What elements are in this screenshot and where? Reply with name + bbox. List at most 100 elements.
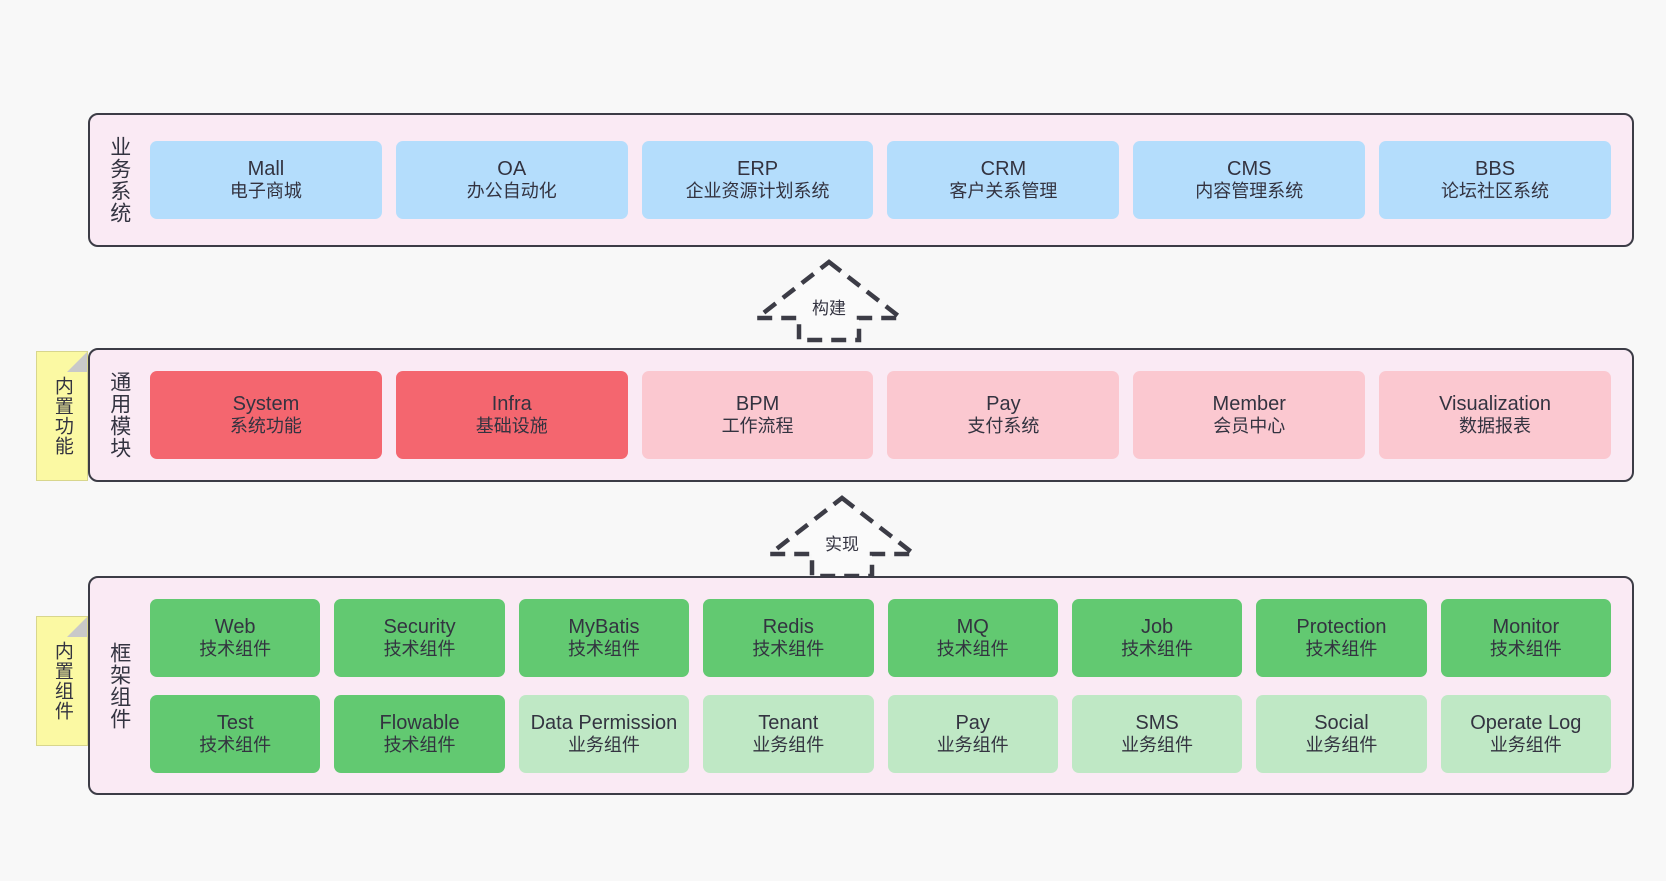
- box-crm[interactable]: CRM 客户关系管理: [887, 141, 1120, 219]
- box-sms[interactable]: SMS 业务组件: [1071, 694, 1243, 773]
- box-operate-log-desc: 业务组件: [1489, 734, 1562, 755]
- box-tenant-name: Tenant: [758, 711, 819, 734]
- box-system-name: System: [232, 393, 300, 416]
- box-cms-desc: 内容管理系统: [1195, 181, 1304, 202]
- box-flowable-desc: 技术组件: [383, 734, 456, 755]
- box-redis-desc: 技术组件: [752, 638, 825, 659]
- box-monitor[interactable]: Monitor 技术组件: [1440, 598, 1611, 677]
- box-cms-name: CMS: [1227, 158, 1272, 181]
- box-mybatis-name: MyBatis: [568, 615, 640, 638]
- box-job-name: Job: [1140, 615, 1174, 638]
- note-builtin-features: 内置功能: [36, 351, 88, 481]
- box-flowable[interactable]: Flowable 技术组件: [334, 694, 505, 773]
- framework-row-tech: Web 技术组件 Security 技术组件 MyBatis 技术组件 Redi…: [143, 598, 1618, 677]
- box-bpm-name: BPM: [735, 393, 780, 416]
- box-member[interactable]: Member 会员中心: [1133, 371, 1366, 459]
- box-mall-name: Mall: [247, 158, 285, 181]
- box-operate-log-name: Operate Log: [1470, 711, 1582, 734]
- box-job[interactable]: Job 技术组件: [1071, 598, 1243, 677]
- box-mybatis[interactable]: MyBatis 技术组件: [518, 598, 690, 677]
- box-system-desc: 系统功能: [229, 416, 302, 437]
- box-bbs-name: BBS: [1475, 158, 1516, 181]
- box-security-name: Security: [383, 615, 456, 638]
- box-social-desc: 业务组件: [1305, 734, 1378, 755]
- layer-body-framework: Web 技术组件 Security 技术组件 MyBatis 技术组件 Redi…: [139, 578, 1632, 793]
- box-mybatis-desc: 技术组件: [567, 638, 640, 659]
- box-mall-desc: 电子商城: [229, 181, 302, 202]
- box-member-name: Member: [1212, 393, 1286, 416]
- arrow-build: 构建: [750, 258, 908, 343]
- box-crm-desc: 客户关系管理: [949, 181, 1058, 202]
- arrow-implement: 实现: [763, 494, 921, 579]
- box-mq-name: MQ: [956, 615, 989, 638]
- box-data-permission-desc: 业务组件: [567, 734, 640, 755]
- arrow-build-label: 构建: [812, 299, 846, 318]
- box-visualization-desc: 数据报表: [1459, 416, 1532, 437]
- box-erp-desc: 企业资源计划系统: [685, 181, 830, 202]
- framework-row-business: Test 技术组件 Flowable 技术组件 Data Permission …: [143, 694, 1618, 773]
- box-cms[interactable]: CMS 内容管理系统: [1133, 141, 1366, 219]
- layer-framework-components: 框架组件 Web 技术组件 Security 技术组件 MyBatis 技术组件…: [88, 576, 1634, 795]
- box-data-permission[interactable]: Data Permission 业务组件: [518, 694, 690, 773]
- box-tenant[interactable]: Tenant 业务组件: [703, 694, 874, 773]
- box-infra[interactable]: Infra 基础设施: [395, 371, 628, 459]
- box-crm-name: CRM: [980, 158, 1027, 181]
- box-pay-module[interactable]: Pay 支付系统: [887, 371, 1120, 459]
- layer-body-business: Mall 电子商城 OA 办公自动化 ERP 企业资源计划系统 CRM 客户关系…: [139, 115, 1632, 245]
- box-protection[interactable]: Protection 技术组件: [1256, 598, 1427, 677]
- note-builtin-components: 内置组件: [36, 616, 88, 746]
- box-pay-component-name: Pay: [955, 711, 990, 734]
- layer-business-system: 业务系统 Mall 电子商城 OA 办公自动化 ERP 企业资源计划系统 CRM…: [88, 113, 1634, 247]
- box-data-permission-name: Data Permission: [530, 711, 678, 734]
- box-social-name: Social: [1314, 711, 1369, 734]
- box-test-name: Test: [216, 711, 254, 734]
- box-erp-name: ERP: [737, 158, 779, 181]
- box-web-desc: 技术组件: [199, 638, 272, 659]
- box-bpm[interactable]: BPM 工作流程: [641, 371, 874, 459]
- box-job-desc: 技术组件: [1121, 638, 1194, 659]
- layer-title-business: 业务系统: [107, 136, 131, 224]
- box-operate-log[interactable]: Operate Log 业务组件: [1440, 694, 1611, 773]
- box-pay-component-desc: 业务组件: [936, 734, 1009, 755]
- arrow-build-shape: [750, 259, 908, 343]
- box-protection-desc: 技术组件: [1305, 638, 1378, 659]
- box-oa-desc: 办公自动化: [466, 181, 557, 202]
- box-bbs[interactable]: BBS 论坛社区系统: [1379, 141, 1611, 219]
- note-builtin-features-text: 内置功能: [51, 376, 73, 456]
- box-security[interactable]: Security 技术组件: [334, 598, 505, 677]
- box-infra-name: Infra: [491, 393, 532, 416]
- box-member-desc: 会员中心: [1213, 416, 1286, 437]
- box-web[interactable]: Web 技术组件: [150, 598, 321, 677]
- arrow-implement-label: 实现: [825, 535, 859, 554]
- box-monitor-name: Monitor: [1492, 615, 1560, 638]
- box-protection-name: Protection: [1296, 615, 1387, 638]
- box-sms-desc: 业务组件: [1121, 734, 1194, 755]
- arrow-implement-shape: [763, 495, 921, 579]
- box-visualization-name: Visualization: [1439, 393, 1552, 416]
- box-pay-module-desc: 支付系统: [967, 416, 1040, 437]
- layer-body-modules: System 系统功能 Infra 基础设施 BPM 工作流程 Pay 支付系统…: [139, 350, 1632, 480]
- box-pay-module-name: Pay: [986, 393, 1021, 416]
- box-system[interactable]: System 系统功能: [150, 371, 382, 459]
- box-security-desc: 技术组件: [383, 638, 456, 659]
- box-oa[interactable]: OA 办公自动化: [395, 141, 628, 219]
- box-web-name: Web: [214, 615, 256, 638]
- box-mall[interactable]: Mall 电子商城: [150, 141, 382, 219]
- box-infra-desc: 基础设施: [475, 416, 548, 437]
- box-oa-name: OA: [497, 158, 527, 181]
- box-visualization[interactable]: Visualization 数据报表: [1379, 371, 1611, 459]
- box-pay-component[interactable]: Pay 业务组件: [887, 694, 1058, 773]
- layer-title-modules: 通用模块: [107, 371, 131, 459]
- box-mq-desc: 技术组件: [936, 638, 1009, 659]
- box-monitor-desc: 技术组件: [1489, 638, 1562, 659]
- box-bpm-desc: 工作流程: [721, 416, 794, 437]
- box-social[interactable]: Social 业务组件: [1256, 694, 1427, 773]
- box-redis[interactable]: Redis 技术组件: [703, 598, 874, 677]
- box-mq[interactable]: MQ 技术组件: [887, 598, 1058, 677]
- box-erp[interactable]: ERP 企业资源计划系统: [641, 141, 874, 219]
- box-bbs-desc: 论坛社区系统: [1441, 181, 1550, 202]
- layer-title-framework: 框架组件: [107, 641, 131, 730]
- box-tenant-desc: 业务组件: [752, 734, 825, 755]
- box-test[interactable]: Test 技术组件: [150, 694, 321, 773]
